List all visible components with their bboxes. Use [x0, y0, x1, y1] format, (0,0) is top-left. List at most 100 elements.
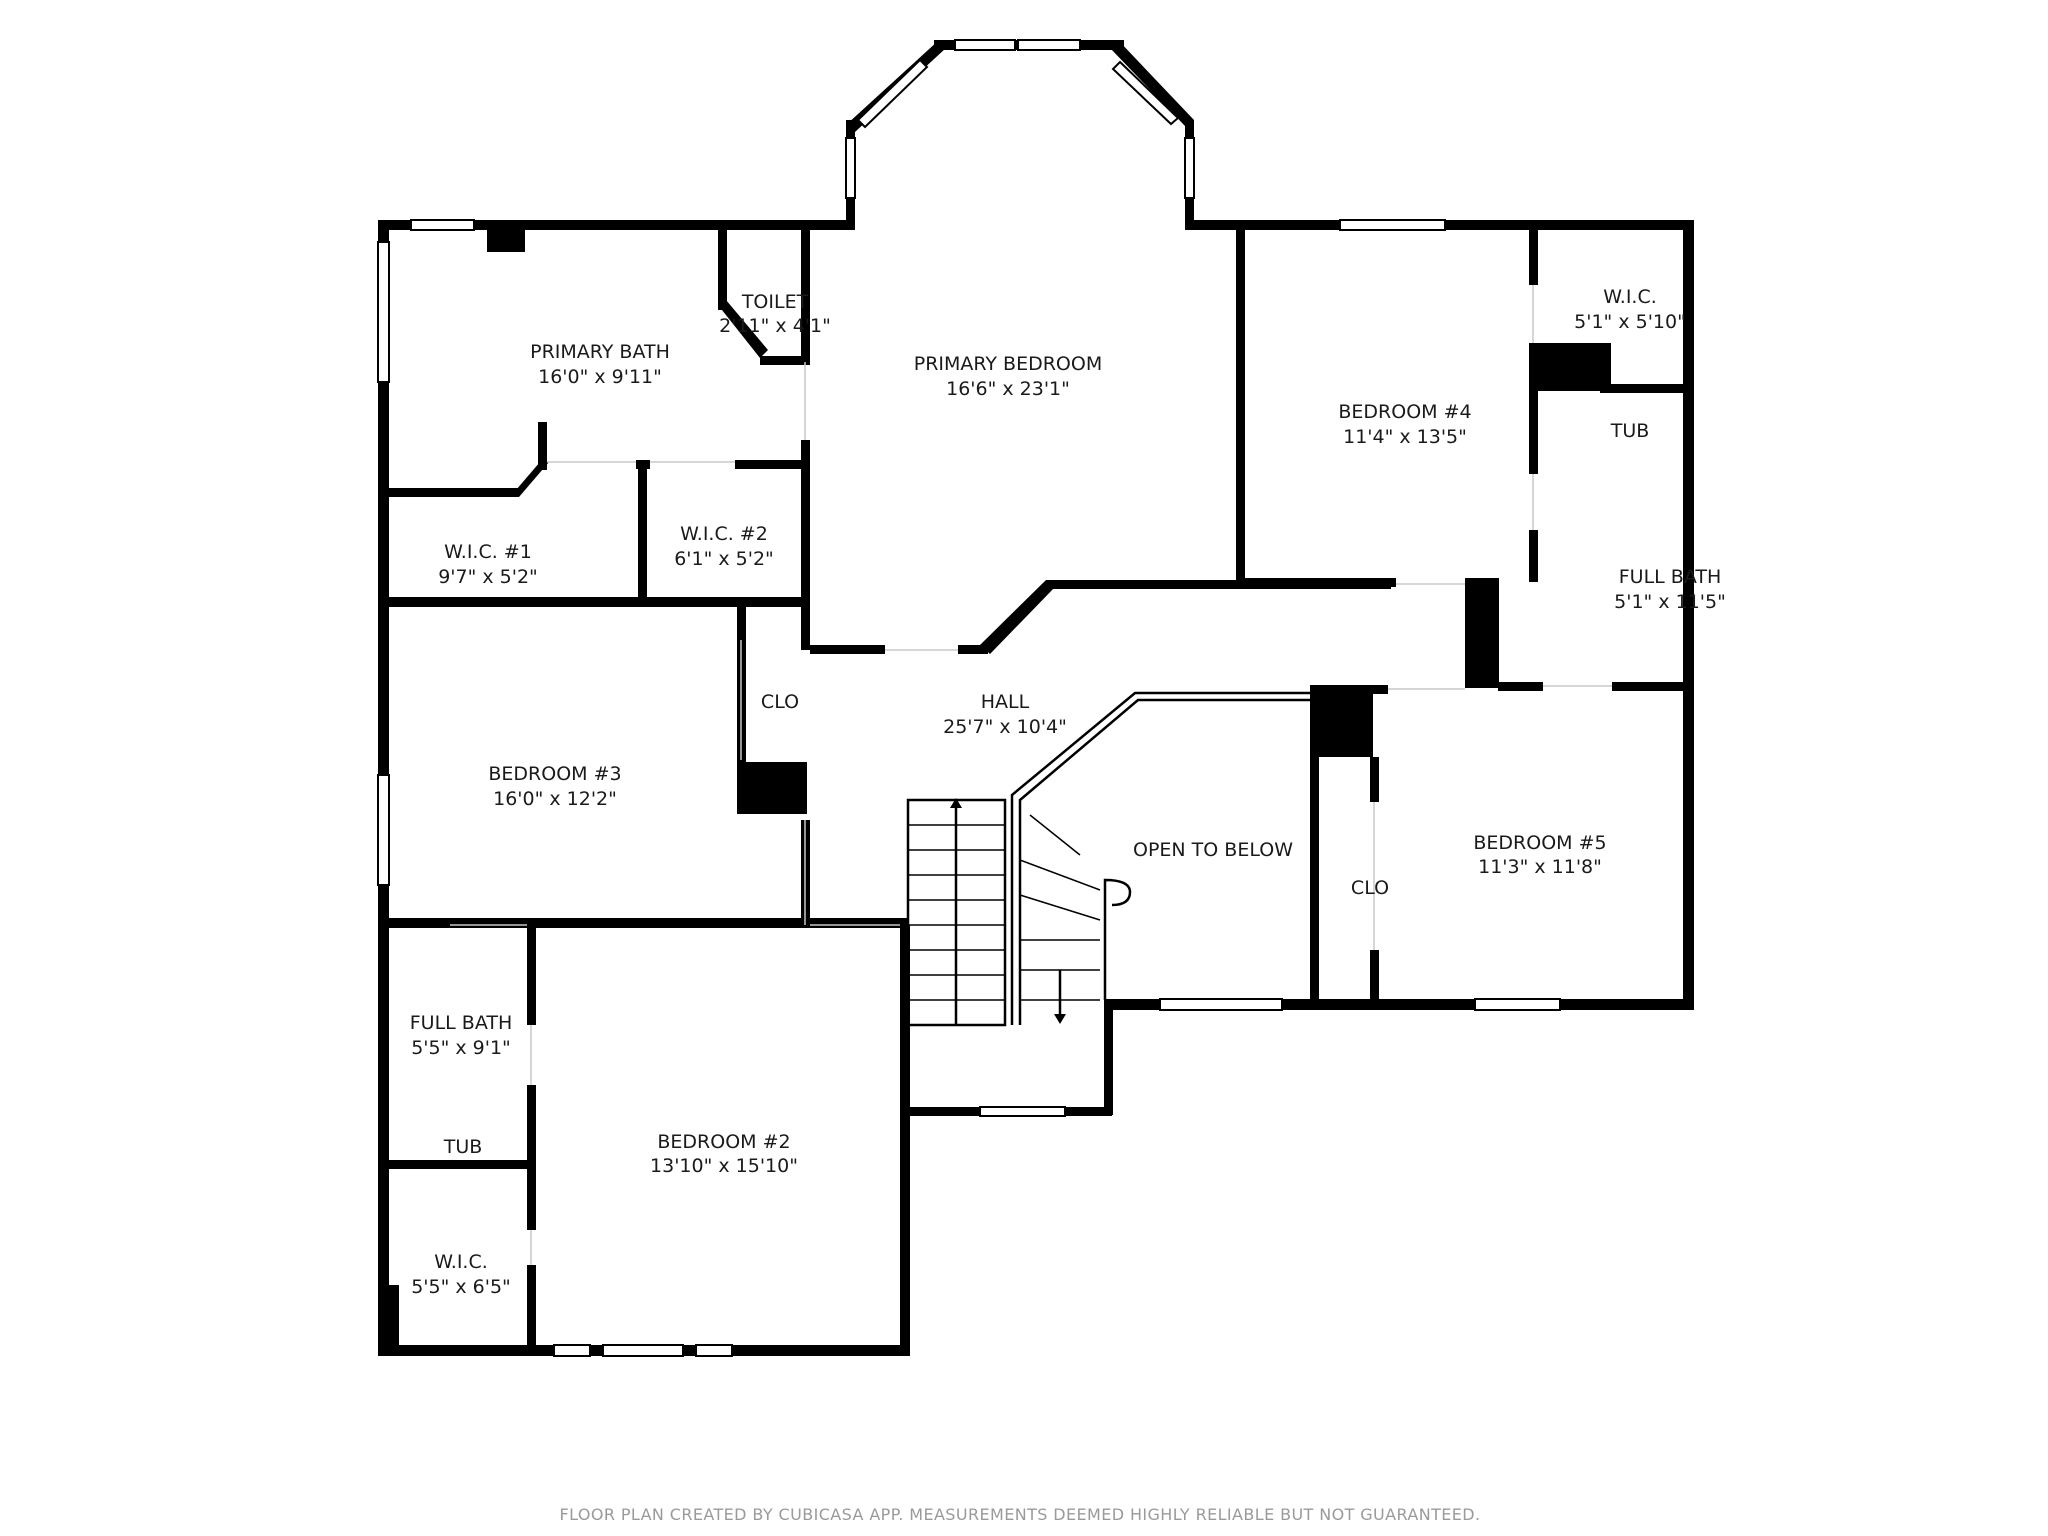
stair-newel — [1103, 878, 1132, 1000]
room-wic-left-dim: 5'5" x 6'5" — [411, 1276, 511, 1298]
wall-clo5-right-b — [1370, 950, 1379, 1005]
clo-block-bedroom5 — [1310, 685, 1373, 757]
room-bedroom2-name: BEDROOM #2 — [657, 1131, 790, 1153]
wall-bath-left-right — [527, 925, 536, 1025]
wall-clo5-left — [1310, 685, 1319, 1005]
stair-arrow-head — [950, 798, 962, 808]
wall-top-left — [378, 220, 846, 230]
wall-toilet-left — [718, 230, 727, 310]
footer-disclaimer: FLOOR PLAN CREATED BY CUBICASA APP. MEAS… — [560, 1505, 1481, 1524]
window-stair — [979, 1106, 1066, 1117]
room-full-bath-left-dim: 5'5" x 9'1" — [411, 1037, 511, 1059]
room-full-bath-right-dim: 5'1" x 11'5" — [1614, 591, 1726, 613]
room-wic-left-name: W.I.C. — [434, 1251, 488, 1273]
wall-bath-right-left-b — [1529, 530, 1538, 582]
wall-bath-diagonal — [510, 462, 549, 497]
wall-toilet-bottom — [760, 356, 810, 365]
room-bedroom3-dim: 16'0" x 12'2" — [493, 788, 617, 810]
window-bedroom3-left — [377, 774, 390, 886]
room-hall-name: HALL — [981, 691, 1030, 713]
wall-wic-bottom — [389, 597, 810, 607]
wall-bedroom4-left — [1236, 230, 1245, 585]
wall-bath-right-bottom-b — [1498, 682, 1543, 691]
stair-railing-inner — [1018, 698, 1320, 1025]
wall-bath-left-bottom — [389, 1160, 535, 1169]
wall-bedroom2-right — [900, 925, 910, 1355]
wall-wic-left-right — [527, 1200, 536, 1230]
room-wic1-dim: 9'7" x 5'2" — [438, 566, 538, 588]
wall-bath-left-right-b — [527, 1085, 536, 1200]
window-bay-top-b — [1017, 39, 1081, 51]
fixture-clo-bedroom5: CLO — [1351, 877, 1389, 899]
room-primary-bath-name: PRIMARY BATH — [530, 341, 670, 363]
wall-primary-bath-right-b — [801, 440, 810, 650]
wall-stair-bottom-right — [1104, 999, 1113, 1115]
fireplace-block — [487, 230, 525, 252]
wall-hall-top-b — [958, 645, 988, 654]
fixture-tub-left: TUB — [443, 1136, 483, 1158]
stair-step — [1019, 859, 1101, 891]
wall-bath-right-bottom — [1612, 682, 1694, 691]
stair-step — [1029, 814, 1081, 856]
wall-wic-right-bottom — [1600, 384, 1694, 393]
openings — [450, 285, 1612, 1265]
room-full-bath-right-name: FULL BATH — [1619, 566, 1722, 588]
room-bedroom5-dim: 11'3" x 11'8" — [1478, 856, 1602, 878]
wall-bath-right-left — [1529, 384, 1538, 474]
wall-hall-diagonal — [980, 580, 1056, 654]
window-bedroom4-top — [1339, 219, 1446, 231]
room-toilet-dim: 2'11" x 4'1" — [719, 315, 831, 337]
window-primary-bath-left — [377, 241, 390, 383]
room-bedroom4-dim: 11'4" x 13'5" — [1343, 426, 1467, 448]
room-toilet-name: TOILET — [741, 291, 809, 313]
fixture-clo-bedroom3: CLO — [761, 691, 799, 713]
room-bedroom5-name: BEDROOM #5 — [1473, 832, 1606, 854]
room-bedroom2-dim: 13'10" x 15'10" — [650, 1155, 798, 1177]
wall-bath-notch — [538, 422, 547, 470]
wall-wic-top — [735, 460, 810, 469]
walls — [378, 40, 1694, 1356]
window-bedroom2-a — [553, 1344, 591, 1357]
bay-right-diagonal — [1110, 40, 1194, 126]
wall-bottom-right — [1112, 999, 1694, 1010]
window-open-below — [1159, 998, 1283, 1011]
window-bay-diag-left — [856, 58, 929, 129]
stair-railing — [1010, 691, 1320, 1025]
clo-block-bedroom3 — [737, 762, 807, 814]
window-bay-left — [845, 137, 856, 199]
wall-hall-top-right — [1046, 580, 1391, 589]
wall-wic-right-left — [1529, 230, 1538, 285]
room-wic1-name: W.I.C. #1 — [444, 541, 532, 563]
window-primary-bath-top — [410, 219, 475, 231]
wall-toilet-diag — [718, 300, 768, 358]
wall-clo5-right — [1370, 757, 1379, 802]
room-primary-bedroom-name: PRIMARY BEDROOM — [914, 353, 1102, 375]
room-wic2-name: W.I.C. #2 — [680, 523, 768, 545]
fixture-tub-right: TUB — [1610, 420, 1650, 442]
room-primary-bath-dim: 16'0" x 9'11" — [538, 366, 662, 388]
hall-block — [1465, 578, 1499, 688]
windows — [377, 39, 1561, 1357]
window-bedroom2-c — [695, 1344, 733, 1357]
window-bay-right — [1184, 137, 1195, 199]
room-wic-right-name: W.I.C. — [1603, 286, 1657, 308]
window-bay-top-a — [954, 39, 1016, 51]
room-wic-right-dim: 5'1" x 5'10" — [1574, 311, 1686, 333]
window-bay-diag-right — [1111, 60, 1180, 126]
stairs — [906, 691, 1320, 1027]
wall-right — [1683, 220, 1694, 1010]
room-open-to-below-name: OPEN TO BELOW — [1133, 839, 1293, 861]
wall-bedroom4-bottom — [1236, 578, 1396, 587]
wall-primary-bath-right — [801, 230, 810, 360]
room-full-bath-left-name: FULL BATH — [410, 1012, 513, 1034]
room-bedroom3-name: BEDROOM #3 — [488, 763, 621, 785]
wall-bath-bottom-left — [389, 488, 519, 497]
room-bedroom4-name: BEDROOM #4 — [1338, 401, 1471, 423]
wall-bedroom5-top — [1373, 685, 1388, 694]
room-hall-dim: 25'7" x 10'4" — [943, 716, 1067, 738]
room-labels: PRIMARY BATH 16'0" x 9'11" TOILET 2'11" … — [410, 286, 1726, 1298]
wall-bedroom3-bottom — [389, 918, 909, 928]
window-bedroom2-b — [602, 1344, 684, 1357]
stair-step — [1019, 894, 1101, 921]
